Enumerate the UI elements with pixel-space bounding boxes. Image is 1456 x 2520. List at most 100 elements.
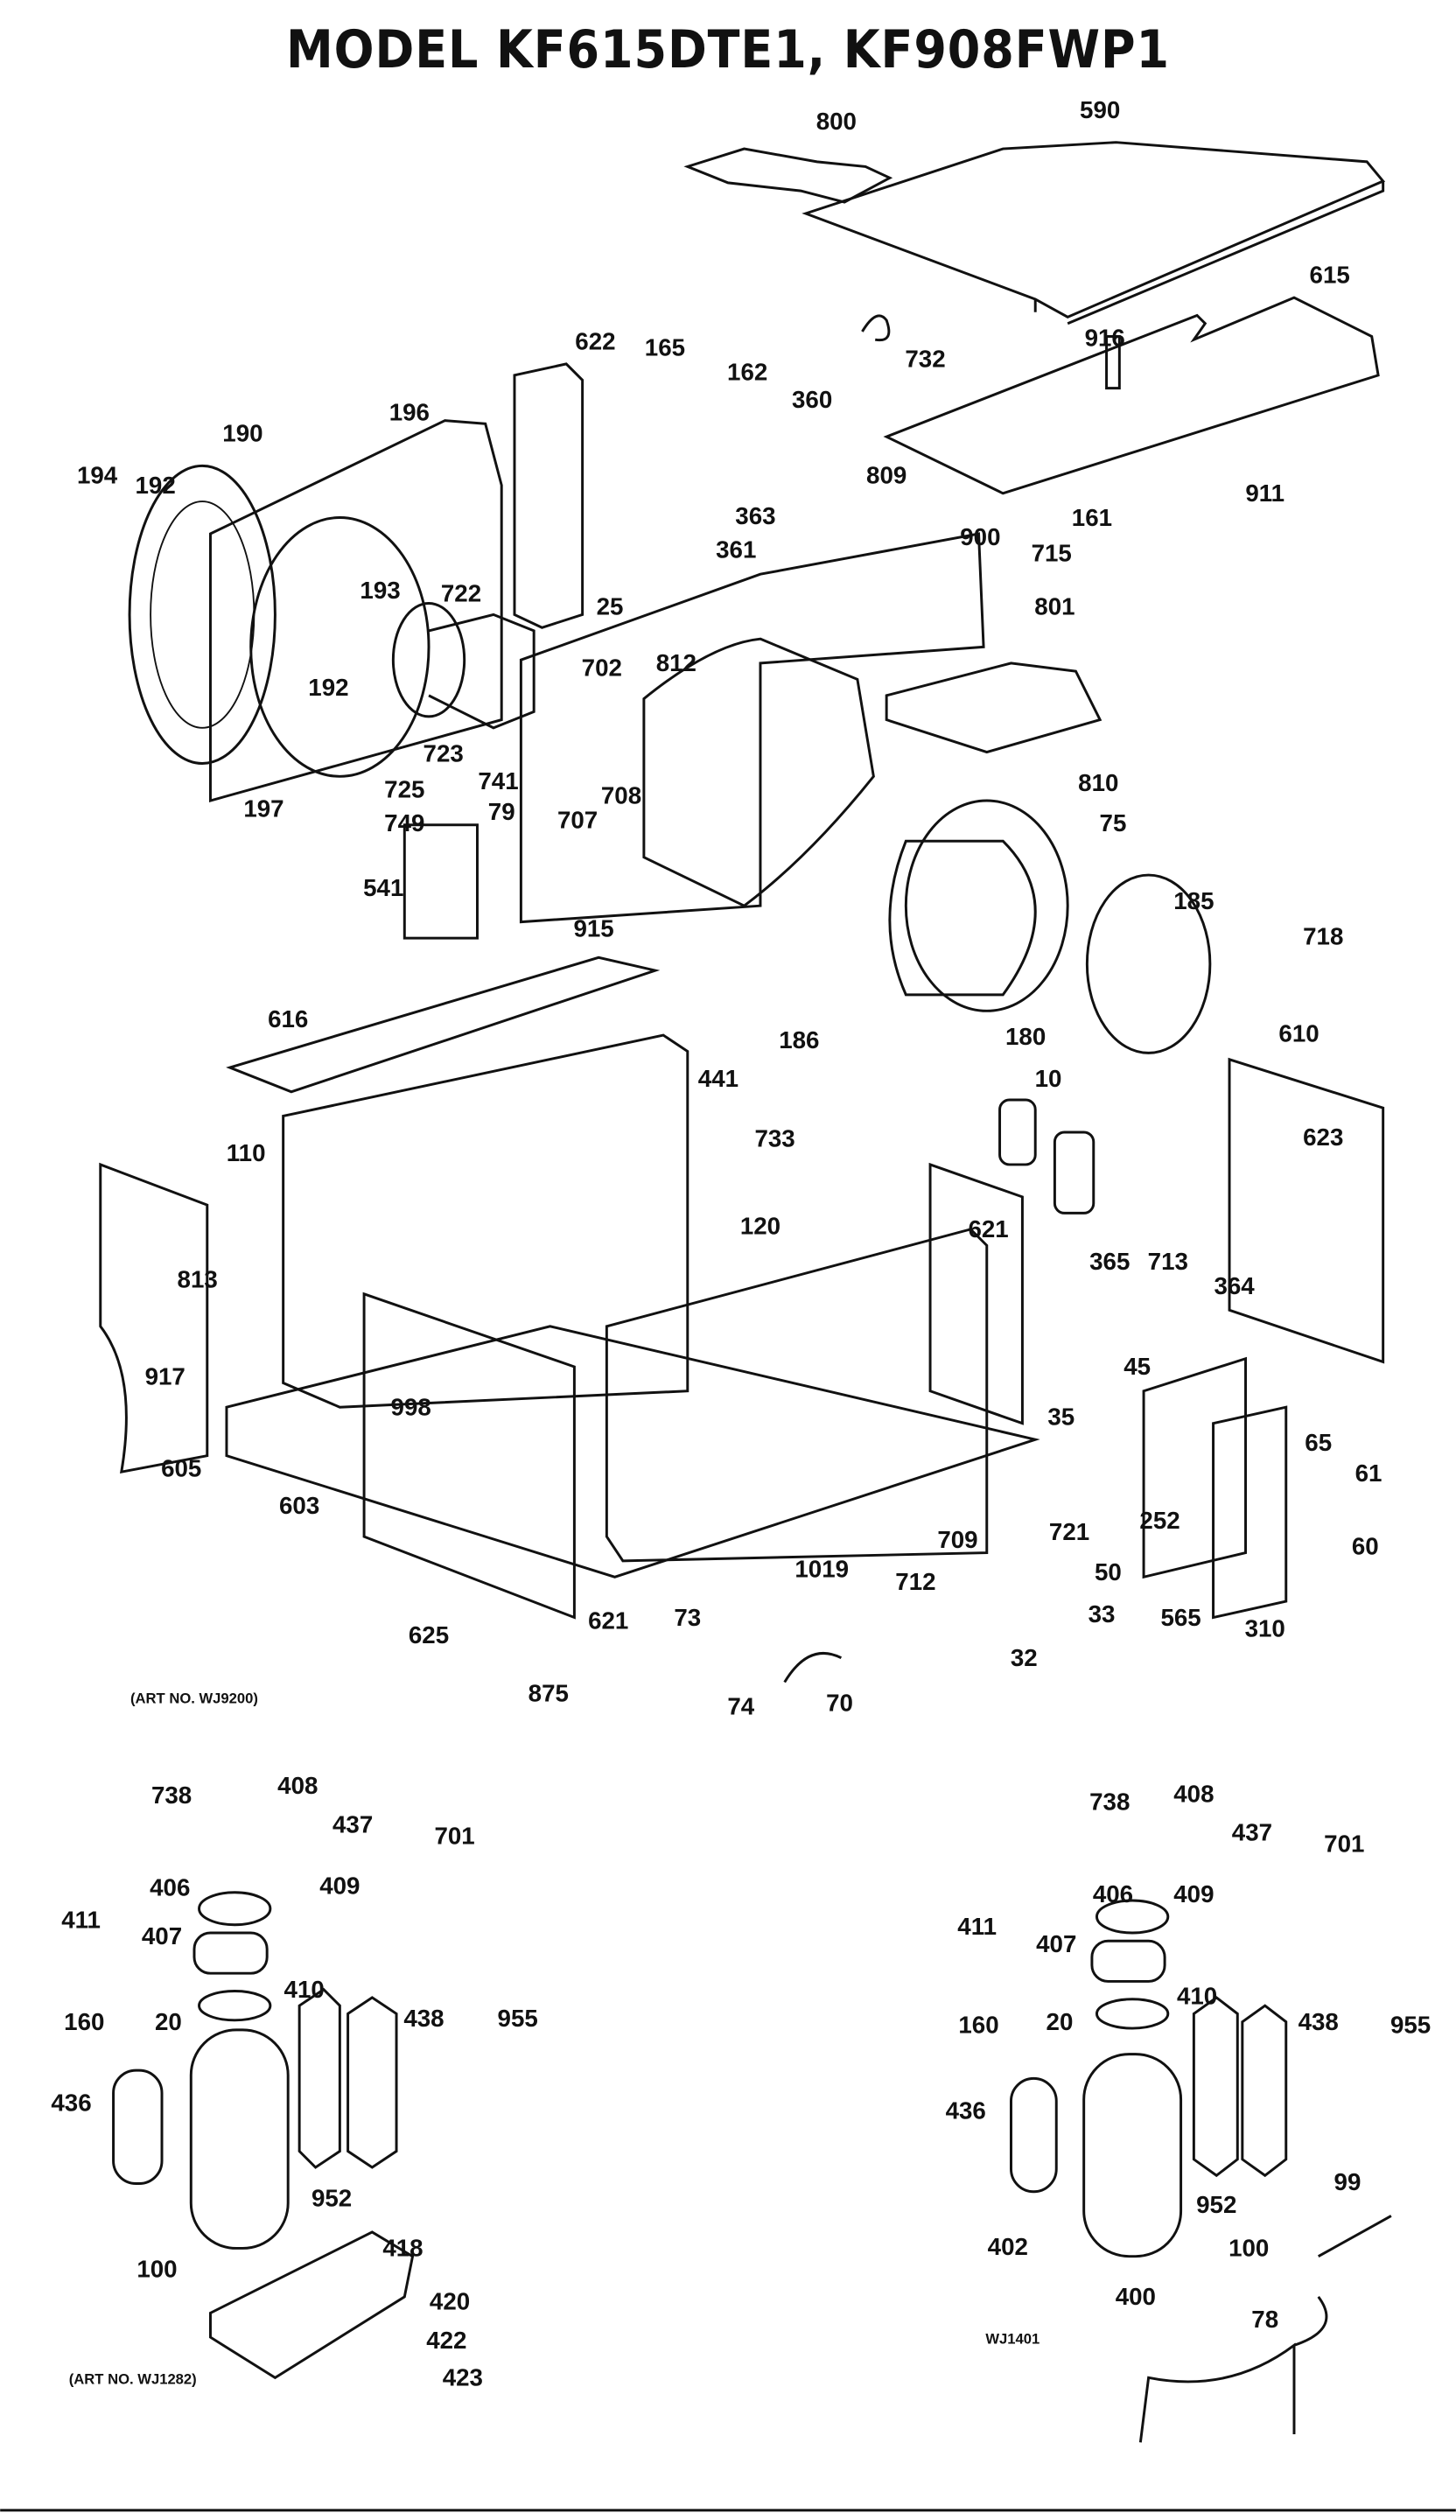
gasket-410-left [198, 1990, 272, 2022]
part-label: 73 [674, 1604, 701, 1631]
part-label: 623 [1303, 1124, 1343, 1151]
top-cover-590 [802, 141, 1386, 326]
part-label: 800 [816, 108, 857, 135]
part-label: 402 [988, 2233, 1028, 2260]
part-label: 25 [597, 592, 624, 620]
heater-housing-180 [888, 839, 1037, 997]
terminal-cover-407-left [192, 1931, 269, 1975]
part-label: 100 [1228, 2235, 1269, 2262]
part-label: 78 [1251, 2306, 1278, 2333]
capacitor-10b [1053, 1130, 1096, 1214]
part-label: 192 [135, 472, 175, 499]
part-label: 409 [319, 1872, 360, 1900]
blower-wheel-197 [249, 516, 430, 778]
part-label: 192 [308, 674, 348, 701]
part-label: 610 [1278, 1019, 1319, 1046]
compressor-100-right [1082, 2053, 1183, 2258]
part-label: 32 [1011, 1644, 1038, 1671]
part-label: 418 [382, 2235, 423, 2262]
base-418 [208, 2230, 415, 2380]
part-label: 708 [601, 782, 641, 809]
scroll-812 [642, 637, 875, 907]
part-label: 955 [498, 2005, 538, 2032]
part-label: 622 [575, 327, 615, 354]
side-panel-605 [99, 1162, 209, 1474]
part-label: 911 [1245, 480, 1284, 507]
part-label: 79 [488, 798, 515, 825]
part-label: 193 [360, 577, 400, 604]
part-label: 707 [557, 806, 598, 833]
part-label: 801 [1034, 592, 1074, 620]
evaporator-coil-110 [282, 1033, 690, 1409]
cord-70 [783, 1651, 843, 1684]
part-label: 365 [1089, 1248, 1130, 1275]
part-label: 813 [178, 1265, 218, 1292]
wire-732 [861, 314, 891, 342]
part-label: 709 [937, 1526, 977, 1553]
bulkhead-25 [519, 532, 985, 924]
part-label: 625 [409, 1621, 449, 1648]
part-label: 725 [384, 775, 424, 802]
part-label: 423 [443, 2364, 483, 2391]
part-label: 437 [332, 1810, 373, 1838]
part-label: 998 [391, 1393, 431, 1420]
part-label: 50 [1095, 1558, 1122, 1586]
part-label: 732 [905, 346, 945, 373]
part-label: 65 [1305, 1429, 1332, 1456]
panel-622 [513, 362, 584, 629]
part-label: 411 [61, 1906, 101, 1933]
coil-left [298, 1987, 398, 2169]
motor [428, 612, 536, 730]
part-label: 615 [1310, 261, 1350, 288]
part-label: 1019 [794, 1555, 849, 1582]
diagram-title: MODEL KF615DTE1, KF908FWP1 [286, 19, 1170, 80]
part-label: 407 [142, 1922, 182, 1950]
part-label: 33 [1088, 1600, 1116, 1628]
control-board-565 [1142, 1356, 1288, 1620]
part-label: 812 [656, 649, 696, 676]
part-label: 10 [1035, 1065, 1062, 1092]
part-label: 952 [1196, 2191, 1236, 2218]
part-label: 190 [222, 420, 262, 447]
part-label: 875 [528, 1680, 569, 1707]
part-label: 408 [1173, 1780, 1214, 1807]
part-label: 713 [1148, 1248, 1188, 1275]
part-label: 411 [957, 1913, 997, 1940]
part-label: 701 [1324, 1830, 1364, 1858]
part-label: 35 [1047, 1404, 1074, 1431]
part-label: 590 [1080, 96, 1120, 123]
art-number-label: WJ1401 [985, 2331, 1040, 2348]
part-label: 605 [161, 1455, 201, 1482]
part-label: 741 [478, 767, 518, 794]
part-label: 70 [826, 1690, 853, 1717]
part-label: 160 [64, 2008, 104, 2035]
part-label: 809 [866, 462, 906, 489]
part-label: 900 [960, 523, 1000, 550]
part-label: 738 [151, 1782, 192, 1809]
part-label: 60 [1352, 1532, 1379, 1559]
part-label: 196 [389, 399, 430, 426]
part-label: 165 [645, 334, 685, 361]
part-label: 701 [434, 1822, 474, 1849]
motor-mount-722 [391, 602, 466, 718]
part-label: 541 [363, 874, 403, 901]
part-label: 162 [727, 358, 767, 385]
part-label: 738 [1089, 1788, 1130, 1815]
part-label: 916 [1085, 325, 1125, 352]
part-label: 360 [792, 386, 832, 413]
part-label: 406 [150, 1873, 190, 1900]
part-label: 361 [716, 536, 756, 564]
part-label: 410 [284, 1976, 325, 2003]
heater-99 [1317, 2215, 1392, 2258]
part-drawings [0, 141, 1456, 2512]
part-label: 120 [740, 1212, 780, 1239]
part-label: 160 [958, 2012, 998, 2039]
part-label: 252 [1139, 1507, 1180, 1534]
capacitor-10a [998, 1098, 1037, 1166]
part-label: 363 [735, 502, 775, 529]
part-label: 407 [1036, 1930, 1076, 1957]
part-label: 61 [1355, 1460, 1382, 1487]
accumulator-right [1010, 2076, 1058, 2194]
part-label: 436 [946, 2097, 986, 2124]
